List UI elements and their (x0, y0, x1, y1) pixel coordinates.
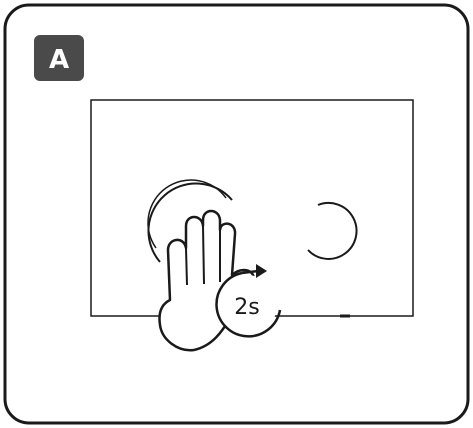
step-label: A (49, 45, 69, 75)
timer-label: 2s (234, 295, 259, 320)
finger-line-2 (202, 225, 205, 285)
arrow-head-icon (256, 264, 267, 278)
timer-fill (217, 275, 277, 335)
timer-icon: 2s (215, 264, 282, 338)
finger-line-1 (185, 247, 188, 286)
step-badge: A (34, 35, 84, 81)
touch-button-inner-icon (147, 179, 227, 249)
step-badge-bg (34, 35, 84, 81)
circular-arrow-icon (215, 271, 282, 338)
arrow-tail (241, 269, 259, 275)
light-ring-icon (307, 202, 358, 260)
